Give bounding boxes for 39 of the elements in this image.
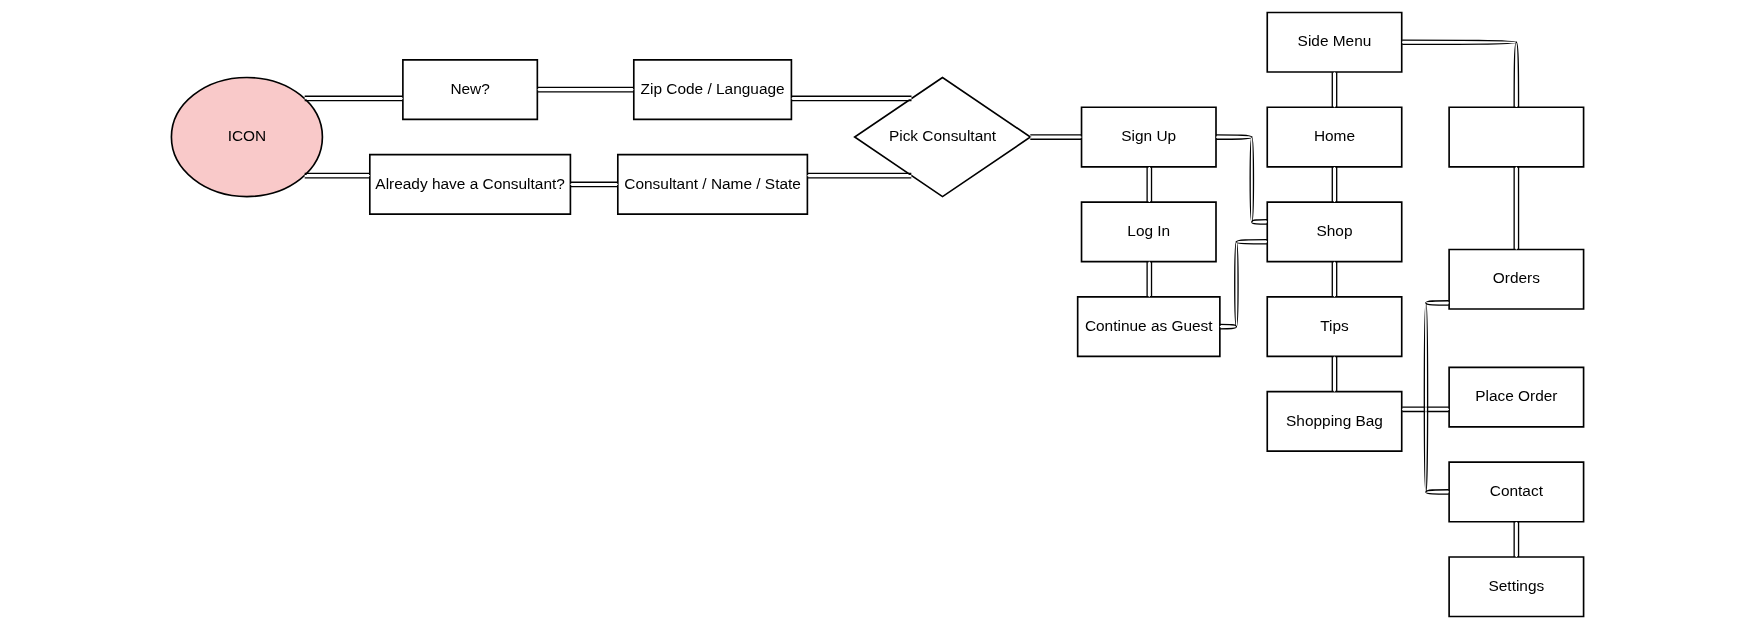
node-box: Sign Up: [1080, 106, 1217, 168]
node-ellipse: ICON: [170, 76, 323, 198]
node-box: Tips: [1265, 296, 1403, 358]
connector: [303, 172, 370, 179]
node-box: Home: [1265, 106, 1403, 168]
node-box: New?: [401, 59, 538, 121]
connector: [806, 172, 912, 179]
connector: [536, 86, 634, 93]
node-diamond: Pick Consultant: [852, 76, 1032, 198]
connector: [1145, 261, 1152, 298]
connector: [1331, 166, 1337, 203]
connector: [303, 95, 403, 102]
connector: [1214, 134, 1268, 225]
connector: [1331, 355, 1337, 393]
connector: [569, 181, 618, 188]
connector: [1029, 134, 1082, 140]
node-box: Continue as Guest: [1076, 296, 1221, 358]
node-box: Log In: [1080, 201, 1217, 263]
connector: [790, 95, 912, 102]
node-box: Side Menu: [1265, 11, 1403, 73]
connector: [1145, 166, 1152, 203]
connector: [1423, 300, 1449, 495]
node-box: Settings: [1447, 556, 1584, 618]
node-box: [1447, 106, 1584, 168]
connector: [1513, 521, 1519, 558]
node-box: Place Order: [1447, 366, 1584, 428]
connector: [1331, 261, 1337, 298]
connector: [1218, 238, 1268, 330]
node-box: Consultant / Name / State: [616, 153, 808, 216]
node-box: Shop: [1265, 201, 1403, 263]
node-box: Orders: [1447, 248, 1584, 310]
connector: [1331, 71, 1337, 108]
connector: [1401, 406, 1450, 413]
connector: [1401, 39, 1519, 108]
node-box: Shopping Bag: [1265, 390, 1403, 452]
connector: [1513, 166, 1519, 251]
node-box: Zip Code / Language: [632, 59, 792, 121]
node-box: Contact: [1447, 461, 1584, 523]
node-box: Already have a Consultant?: [368, 153, 571, 216]
